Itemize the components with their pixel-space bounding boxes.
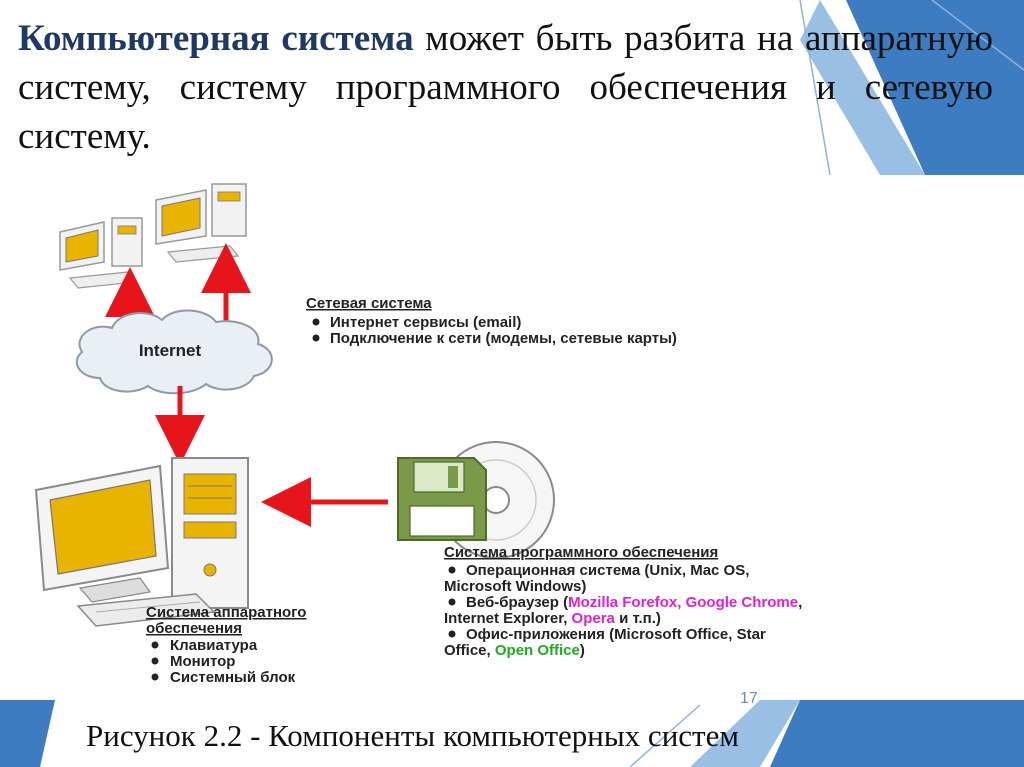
heading-rest: может быть разбита на аппаратную систему… [18, 18, 994, 157]
software-system-block: Система программного обеспечения Операци… [444, 544, 802, 659]
main-computer [34, 457, 249, 627]
page-number: 17 [740, 690, 758, 707]
software-line-1: Операционная система (Unix, Mac OS, [466, 562, 749, 579]
software-line-6-c: ) [580, 642, 585, 659]
software-line-3-browsers: Mozilla Forefox, Google Chrome [568, 594, 798, 611]
deco-top-right-light [800, 0, 925, 175]
hardware-item-2: Монитор [170, 653, 235, 670]
deco-bottom-line [629, 704, 701, 767]
software-line-3: Веб-браузер (Mozilla Forefox, Google Chr… [466, 594, 802, 611]
hardware-item-3: Системный блок [170, 669, 296, 686]
floppy-disk-icon [397, 457, 487, 541]
internet-label: Internet [139, 341, 202, 360]
hardware-title-2: обеспечения [146, 620, 242, 637]
software-line-4-c: и т.п.) [615, 610, 661, 627]
software-line-4: Internet Explorer, Opera и т.п.) [444, 610, 661, 627]
software-line-6-openoffice: Open Office [495, 642, 580, 659]
software-line-6: Office, Open Office) [444, 642, 585, 659]
heading-highlight: Компьютерная система [18, 18, 414, 59]
deco-top-line-2 [931, 0, 1024, 71]
software-line-6-a: Office, [444, 642, 495, 659]
deco-bottom-left [0, 700, 55, 767]
software-line-2: Microsoft Windows) [444, 578, 586, 595]
deco-bottom-right-dark [770, 700, 1024, 767]
software-line-3-c: , [798, 594, 802, 611]
hardware-system-block: Система аппаратного обеспечения Клавиату… [146, 604, 306, 686]
software-line-3-a: Веб-браузер ( [466, 594, 568, 611]
figure-caption: Рисунок 2.2 - Компоненты компьютерных си… [86, 718, 739, 753]
hardware-title-1: Система аппаратного [146, 604, 306, 621]
software-line-5: Офис-приложения (Microsoft Office, Star [466, 626, 766, 643]
deco-bottom-right-light [690, 700, 800, 767]
deco-top-line [799, 0, 831, 176]
deco-top-right-dark [846, 0, 1024, 175]
network-item-1: Интернет сервисы (email) [330, 314, 521, 331]
software-line-4-opera: Opera [572, 610, 616, 627]
software-line-4-a: Internet Explorer, [444, 610, 572, 627]
software-title: Система программного обеспечения [444, 544, 718, 561]
hardware-item-1: Клавиатура [170, 637, 258, 654]
network-computer-2 [155, 183, 247, 263]
internet-cloud [75, 309, 273, 395]
network-title: Сетевая система [306, 295, 432, 312]
network-system-block: Сетевая система Интернет сервисы (email)… [306, 295, 677, 347]
network-item-2: Подключение к сети (модемы, сетевые карт… [330, 330, 677, 347]
network-computer-1 [59, 217, 143, 289]
slide-heading: Компьютерная система может быть разбита … [18, 14, 993, 161]
